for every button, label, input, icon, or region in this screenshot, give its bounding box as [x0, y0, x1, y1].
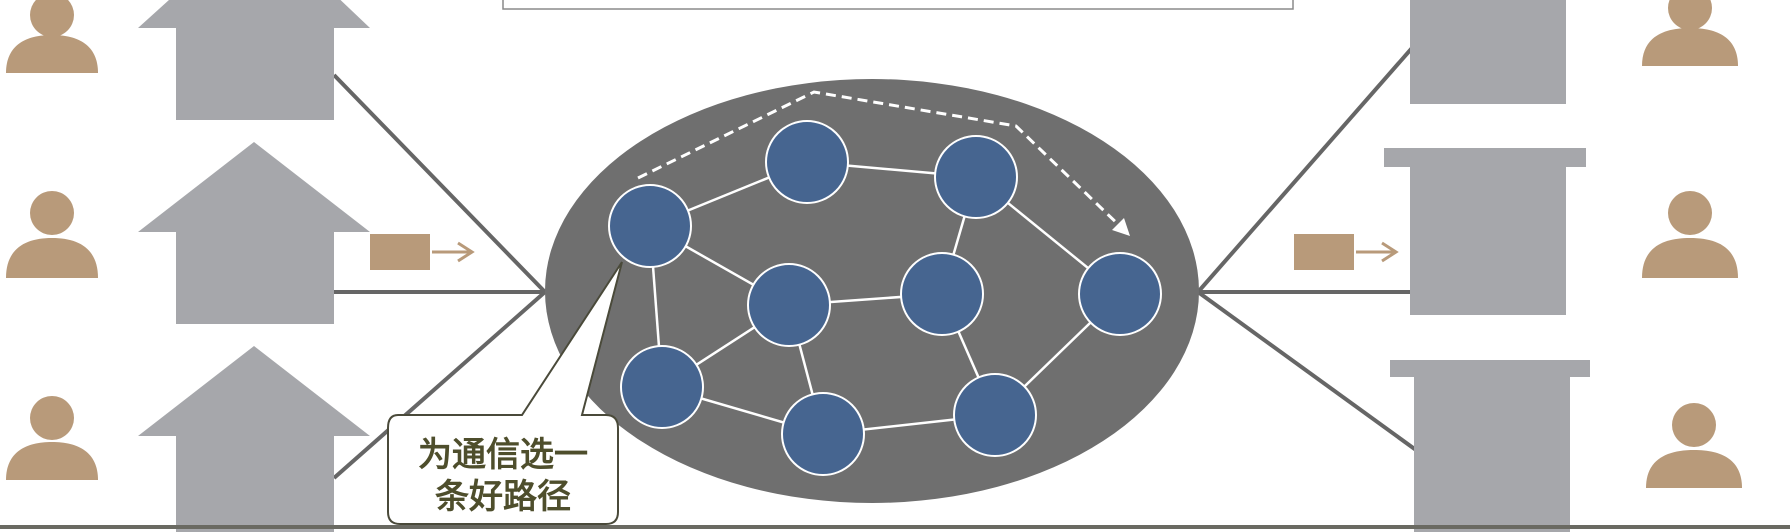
right-links: [1196, 46, 1418, 452]
link-bottom-left: [332, 290, 547, 480]
arrow-right-icon: [370, 234, 475, 270]
callout-line-1: 为通信选一: [418, 435, 588, 475]
router-node-icon: [608, 184, 692, 268]
top-frame: [502, 0, 1294, 10]
link-top-left: [332, 73, 547, 294]
router-node-icon: [781, 392, 865, 476]
router-nodes: [608, 120, 1162, 476]
person-icon: [6, 191, 98, 278]
person-icon: [1642, 0, 1738, 66]
callout-line-2: 条好路径: [435, 477, 571, 517]
left-links: [330, 73, 547, 480]
person-icon: [6, 396, 98, 480]
house-icon: [138, 346, 370, 532]
person-icon: [1646, 403, 1742, 488]
link-top-right: [1196, 46, 1414, 294]
building-icon: [1390, 360, 1590, 532]
router-node-icon: [900, 252, 984, 336]
router-node-icon: [1078, 252, 1162, 336]
router-node-icon: [765, 120, 849, 204]
network-cloud: [545, 79, 1199, 503]
house-icon: [138, 142, 370, 324]
router-node-icon: [953, 373, 1037, 457]
arrow-right-icon: [1294, 234, 1399, 270]
person-icon: [6, 0, 98, 73]
router-node-icon: [747, 263, 831, 347]
callout-bubble: [387, 261, 623, 525]
chosen-path: [637, 90, 1126, 232]
router-node-icon: [620, 345, 704, 429]
building-icon: [1410, 0, 1566, 104]
building-icon: [1384, 148, 1586, 315]
link-bottom-right: [1196, 290, 1418, 452]
person-icon: [1642, 191, 1738, 278]
house-icon: [138, 0, 370, 120]
router-node-icon: [934, 135, 1018, 219]
chosen-path-arrowhead: [1112, 218, 1130, 236]
